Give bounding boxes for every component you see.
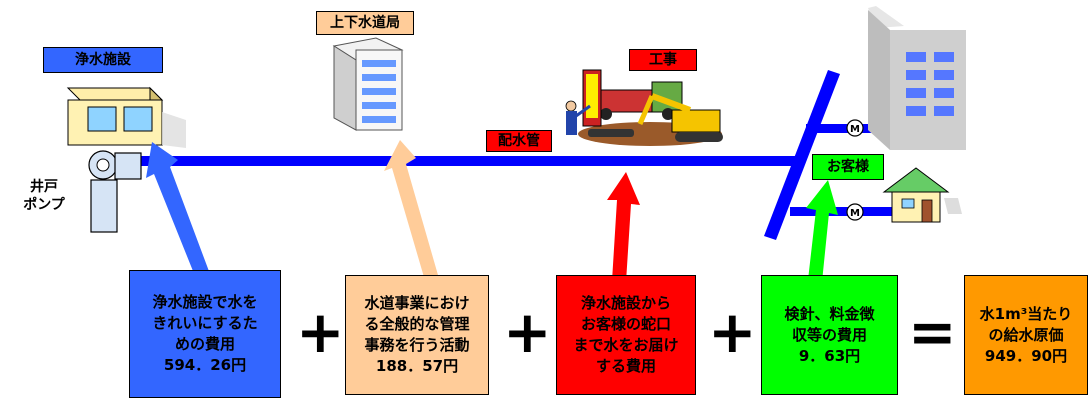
arrow-blue (146, 142, 213, 286)
meter-symbol-bottom: M (850, 208, 860, 219)
branch-pipe (764, 70, 840, 240)
well-pump-label-line1: 井戸 (30, 179, 58, 195)
cost-box-billing: 検針、料金徴 収等の費用 9．63円 (761, 275, 898, 395)
purification-facility-label: 浄水施設 (43, 47, 163, 73)
cost-box-administration: 水道事業におけ る全般的な管理 事務を行う活動 188．57円 (345, 275, 489, 395)
cost-box-distribution-line1: 浄水施設から (580, 294, 671, 312)
result-box-line1: 水1m³当たり (979, 304, 1073, 323)
distribution-pipe-label: 配水管 (486, 130, 552, 152)
distribution-pipe-line (100, 156, 803, 166)
branch-to-house (790, 207, 900, 216)
arrow-peach (384, 140, 440, 284)
cost-box-distribution-line4: する費用 (595, 357, 656, 375)
result-box-unit-cost: 水1m³当たり の給水原価 949．90円 (964, 275, 1088, 395)
well-pump-label-line2: ポンプ (23, 197, 65, 213)
cost-box-purification-line2: きれいにするた (152, 314, 258, 332)
waterworks-bureau-icon (332, 37, 404, 131)
cost-box-distribution-line3: まで水をお届け (573, 336, 679, 354)
cost-box-distribution-line2: お客様の蛇口 (580, 315, 671, 333)
plus-operator-2: + (503, 298, 552, 366)
meter-symbol-top: M (850, 124, 860, 135)
branch-to-building (806, 124, 878, 133)
cost-box-billing-amount: 9．63円 (798, 346, 861, 365)
arrow-green (806, 180, 838, 282)
plus-operator-1: + (296, 298, 345, 366)
purification-facility-icon (66, 86, 186, 148)
cost-box-administration-amount: 188．57円 (375, 357, 459, 375)
customer-building-icon (868, 6, 966, 150)
cost-box-billing-line2: 収等の費用 (791, 325, 867, 344)
waterworks-bureau-label: 上下水道局 (316, 11, 414, 35)
cost-box-billing-line1: 検針、料金徴 (784, 304, 875, 323)
construction-scene-icon (565, 69, 723, 146)
meter-icon-bottom: M (846, 203, 864, 221)
meter-icon-top: M (846, 119, 864, 137)
customer-label: お客様 (812, 154, 884, 180)
result-box-line2: の給水原価 (988, 325, 1064, 344)
cost-box-administration-line2: る全般的な管理 (364, 315, 470, 333)
result-box-amount: 949．90円 (984, 346, 1068, 365)
cost-box-distribution: 浄水施設から お客様の蛇口 まで水をお届け する費用 (556, 275, 696, 395)
customer-house-icon (882, 167, 962, 223)
well-pump-label: 井戸 ポンプ (11, 171, 77, 221)
arrow-red (607, 172, 640, 282)
cost-box-purification-amount: 594．26円 (163, 356, 247, 374)
cost-box-administration-line1: 水道事業におけ (364, 294, 470, 312)
plus-operator-3: + (708, 298, 757, 366)
equals-operator: = (908, 298, 957, 366)
cost-box-purification-line1: 浄水施設で水を (152, 293, 258, 311)
cost-box-administration-line3: 事務を行う活動 (364, 336, 470, 354)
cost-box-purification: 浄水施設で水を きれいにするた めの費用 594．26円 (129, 270, 281, 398)
cost-box-purification-line3: めの費用 (174, 335, 235, 353)
construction-label: 工事 (629, 49, 697, 71)
well-pump-icon (88, 150, 142, 233)
